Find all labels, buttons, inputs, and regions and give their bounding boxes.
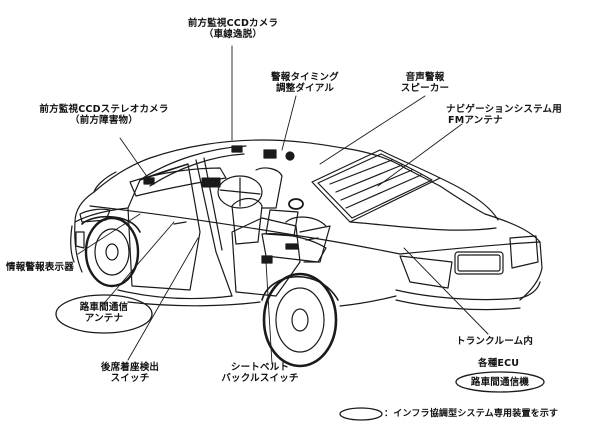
voice-alarm-speaker-label: 音声警報 スピーカー bbox=[400, 72, 450, 94]
front-stereo-camera-label: 前方監視CCDステレオカメラ （前方障害物） bbox=[39, 104, 169, 126]
alarm-timing-dial-label: 警報タイミング 調整ダイアル bbox=[271, 72, 339, 94]
rear-seat-sensor-label: 後席着座検出 スイッチ bbox=[100, 362, 160, 384]
interior bbox=[129, 145, 327, 264]
front-wheel bbox=[81, 215, 141, 288]
nav-fm-antenna-label: ナビゲーションシステム用 FMアンテナ bbox=[446, 104, 562, 126]
various-ecu-label: 各種ECU bbox=[478, 358, 520, 369]
road-vehicle-antenna-label: 路車間通信 アンテナ bbox=[79, 302, 129, 324]
leader-lines bbox=[77, 45, 489, 365]
seatbelt-buckle-switch-label: シートベルト バックルスイッチ bbox=[221, 362, 299, 384]
car-body bbox=[70, 139, 543, 311]
legend-text: ：インフラ協調型システム専用装置を示す bbox=[384, 409, 559, 419]
infra-device-ovals bbox=[55, 294, 545, 421]
trunk-room-label: トランクルーム内 bbox=[456, 336, 534, 347]
front-ccd-camera-label: 前方監視CCDカメラ （車線逸脱） bbox=[187, 18, 279, 40]
road-vehicle-comm-label: 路車間通信機 bbox=[470, 377, 530, 388]
info-alarm-display-label: 情報警報表示器 bbox=[6, 262, 74, 273]
rear-wheel bbox=[261, 272, 339, 368]
